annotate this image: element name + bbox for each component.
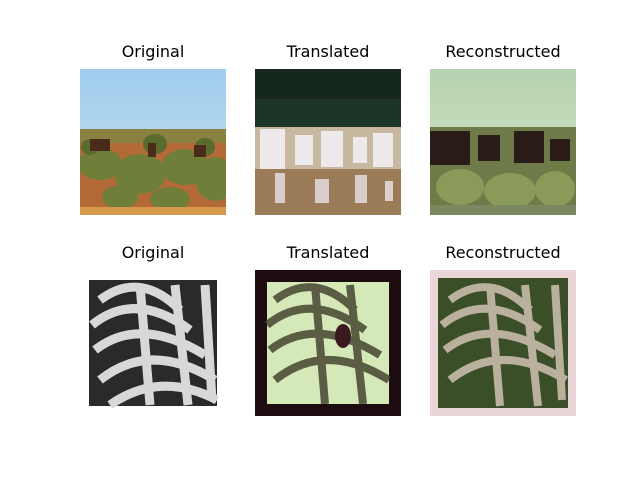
panel-title: Original bbox=[121, 42, 185, 61]
savanna-translated-image bbox=[255, 69, 401, 215]
zebra-translated-image bbox=[255, 270, 401, 416]
panel-title: Reconstructed bbox=[445, 42, 561, 61]
zebra-original-image bbox=[80, 270, 226, 416]
zebra-reconstructed-image bbox=[430, 270, 576, 416]
panel-title: Original bbox=[121, 243, 185, 262]
savanna-reconstructed-image bbox=[430, 69, 576, 215]
panel-title: Translated bbox=[286, 42, 370, 61]
savanna-original-image bbox=[80, 69, 226, 215]
panel-title: Translated bbox=[286, 243, 370, 262]
panel-title: Reconstructed bbox=[445, 243, 561, 262]
